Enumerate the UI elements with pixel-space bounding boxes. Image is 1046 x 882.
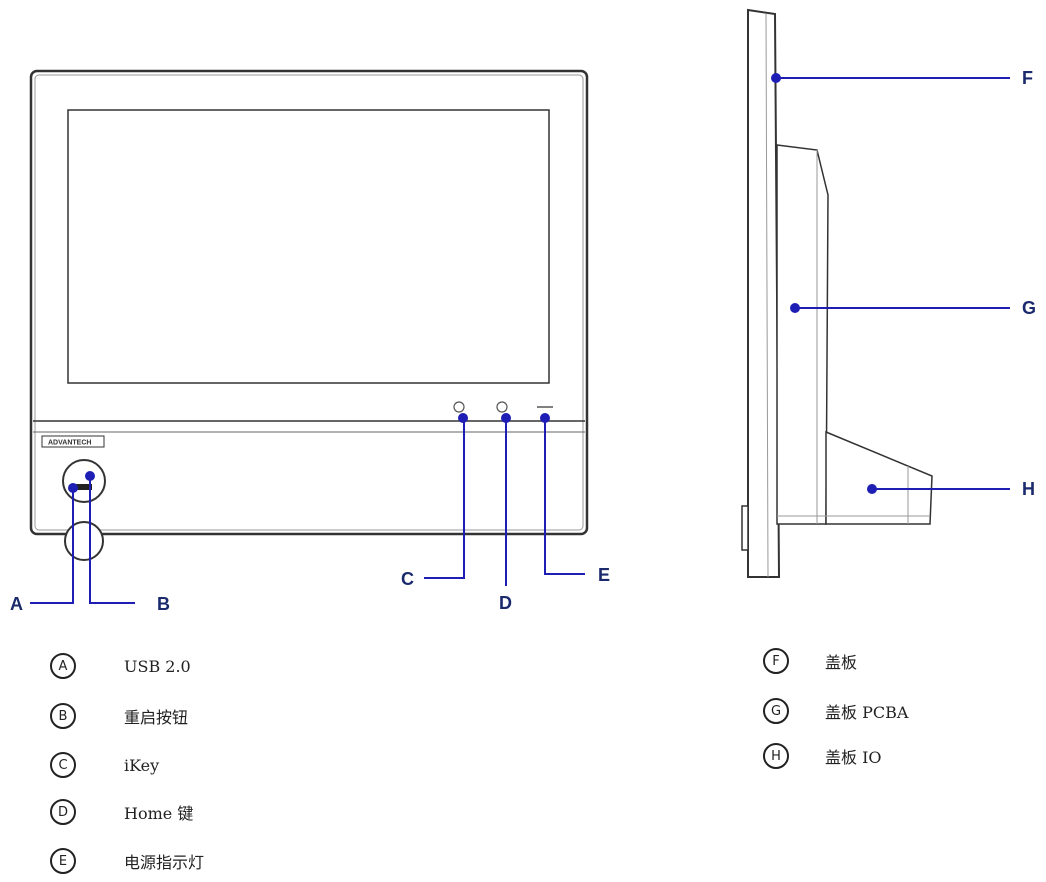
legend-item-e: E 电源指示灯 — [50, 844, 204, 878]
legend-badge-b: B — [50, 703, 76, 729]
reset-button-circle — [64, 521, 104, 561]
legend-text-b: 重启按钮 — [124, 708, 189, 727]
legend-item-d: D Home 键 — [50, 795, 193, 829]
side-view — [741, 8, 933, 578]
callout-dot-h — [867, 484, 877, 494]
callout-label-b: B — [157, 594, 170, 614]
side-cover-pcba — [776, 144, 829, 525]
callout-dot-c — [458, 413, 468, 423]
callout-lines — [30, 77, 1010, 604]
legend-item-h: H 盖板 IO — [763, 739, 882, 773]
legend-text-f: 盖板 — [825, 653, 858, 672]
legend-item-b: B 重启按钮 — [50, 699, 188, 733]
side-bottom-connector — [741, 505, 749, 551]
callout-line-e — [544, 417, 585, 575]
callout-label-d: D — [499, 593, 512, 613]
callout-dot-e — [540, 413, 550, 423]
home-button-icon — [496, 401, 508, 413]
legend-badge-d: D — [50, 799, 76, 825]
callout-dot-b — [85, 471, 95, 481]
callout-line-c — [424, 417, 465, 579]
usb-port-circle — [62, 459, 106, 503]
callout-label-f: F — [1022, 68, 1033, 88]
legend-badge-g: G — [763, 698, 789, 724]
legend-text-a: USB 2.0 — [124, 656, 191, 676]
callout-labels: A B C D E F G H — [10, 68, 1036, 614]
front-view: ADVANTECH — [29, 69, 589, 561]
callout-dots — [68, 73, 877, 494]
front-bezel-inner-edge — [34, 74, 584, 531]
callout-label-c: C — [401, 569, 414, 589]
legend-text-c: iKey — [124, 755, 160, 775]
callout-dot-g — [790, 303, 800, 313]
callout-label-e: E — [598, 565, 610, 585]
usb-port-icon — [72, 484, 92, 490]
callout-label-h: H — [1022, 479, 1035, 499]
legend-badge-a: A — [50, 653, 76, 679]
side-cover-plate — [747, 8, 781, 578]
legend-text-g: 盖板 PCBA — [825, 703, 909, 722]
legend-text-e: 电源指示灯 — [124, 853, 205, 872]
callout-dot-d — [501, 413, 511, 423]
legend-item-f: F 盖板 — [763, 644, 857, 678]
legend-item-a: A USB 2.0 — [50, 649, 191, 683]
callout-label-a: A — [10, 594, 23, 614]
legend-item-c: C iKey — [50, 748, 159, 782]
display-screen — [67, 109, 550, 384]
legend-item-g: G 盖板 PCBA — [763, 694, 908, 728]
callout-dot-a — [68, 483, 78, 493]
callout-line-b — [89, 478, 135, 604]
legend-badge-f: F — [763, 648, 789, 674]
ikey-button-icon — [453, 401, 465, 413]
legend-text-d: Home 键 — [124, 804, 194, 823]
legend-badge-e: E — [50, 848, 76, 874]
side-cover-inner-edge — [765, 13, 769, 578]
callout-label-g: G — [1022, 298, 1036, 318]
side-cover-io — [825, 430, 933, 525]
legend-text-h: 盖板 IO — [825, 748, 882, 767]
legend-badge-c: C — [50, 752, 76, 778]
brand-plate — [41, 435, 105, 448]
callout-dot-f — [771, 73, 781, 83]
brand-logo-text: ADVANTECH — [48, 440, 91, 447]
legend-badge-h: H — [763, 743, 789, 769]
callout-line-a — [30, 488, 74, 604]
